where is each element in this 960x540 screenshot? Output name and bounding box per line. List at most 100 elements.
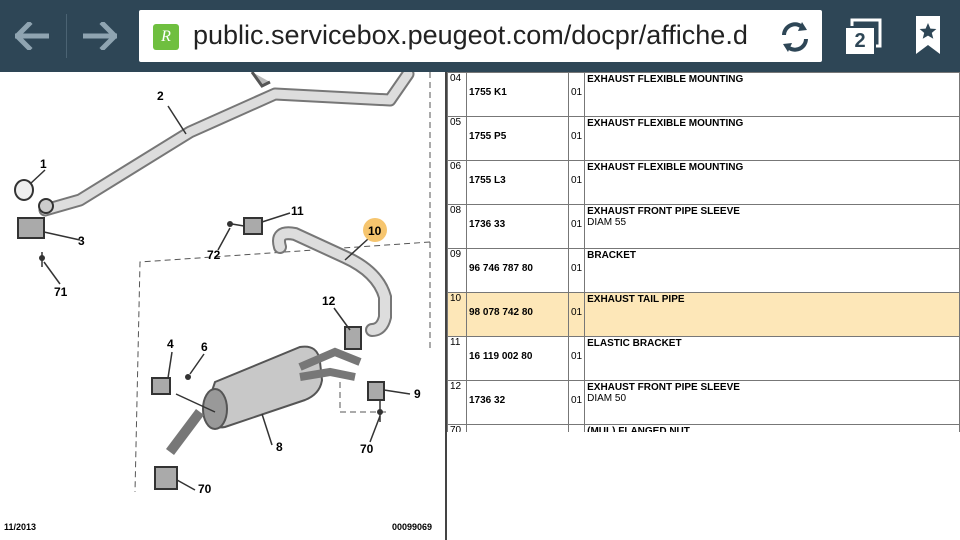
- callout-9: 9: [414, 387, 421, 401]
- row-reference[interactable]: 1736 32: [466, 380, 569, 425]
- row-reference[interactable]: 16 119 002 80: [466, 336, 569, 381]
- site-favicon-icon: R: [153, 24, 179, 50]
- forward-button[interactable]: [76, 12, 124, 60]
- row-description-sub: DIAM 50: [587, 393, 627, 404]
- row-reference[interactable]: [466, 424, 569, 432]
- callout-70-b: 70: [360, 442, 374, 456]
- row-quantity: 01: [567, 116, 586, 161]
- callout-1: 1: [40, 157, 47, 171]
- exhaust-diagram: 2 1 3 71 11 72 10 12 4 6 9 70 8 70 11/20…: [0, 72, 445, 540]
- row-index: 06: [447, 160, 467, 205]
- tab-count-badge: 2: [846, 28, 874, 54]
- row-quantity: 01: [567, 248, 586, 293]
- arrow-right-icon: [83, 22, 117, 50]
- row-index: 11: [447, 336, 467, 381]
- row-index-text: 08: [450, 205, 462, 216]
- row-reference[interactable]: 1736 33: [466, 204, 569, 249]
- row-index-text: 70: [450, 425, 462, 432]
- row-description: BRACKET: [584, 248, 960, 293]
- callout-8: 70: [198, 482, 212, 496]
- row-index-text: 05: [450, 117, 462, 128]
- row-description-title: ELASTIC BRACKET: [587, 338, 682, 349]
- row-quantity: 01: [567, 72, 586, 117]
- row-description: ELASTIC BRACKET: [584, 336, 960, 381]
- row-description-title: BRACKET: [587, 250, 637, 261]
- row-description-title: EXHAUST FRONT PIPE SLEEVE: [587, 382, 740, 393]
- row-description-title: EXHAUST FLEXIBLE MOUNTING: [587, 74, 744, 85]
- row-quantity: 01: [567, 380, 586, 425]
- row-reference[interactable]: 1755 L3: [466, 160, 569, 205]
- row-description-title: (MUL) FLANGED NUT: [587, 426, 690, 432]
- row-reference[interactable]: 98 078 742 80: [466, 292, 569, 337]
- bookmark-star-icon: [916, 16, 940, 54]
- arrow-left-icon: [15, 22, 49, 50]
- callout-6: 4: [167, 337, 174, 351]
- row-description-title: EXHAUST FRONT PIPE SLEEVE: [587, 206, 740, 217]
- callout-2: 2: [157, 89, 164, 103]
- row-index-text: 10: [450, 293, 462, 304]
- row-index-text: 11: [450, 337, 461, 348]
- favicon-letter: R: [161, 28, 171, 45]
- table-row[interactable]: 70 (MUL) FLANGED NUT: [447, 424, 960, 432]
- toolbar-divider: [66, 14, 67, 58]
- callout-70-a: 6: [201, 340, 208, 354]
- row-reference[interactable]: 96 746 787 80: [466, 248, 569, 293]
- callout-4: 3: [78, 234, 85, 248]
- row-index: 70: [447, 424, 467, 432]
- back-button[interactable]: [8, 12, 56, 60]
- tabs-button[interactable]: 2: [840, 14, 886, 58]
- callout-72: 72: [207, 248, 221, 262]
- callout-12: 12: [322, 294, 336, 308]
- row-description-title: EXHAUST FLEXIBLE MOUNTING: [587, 118, 744, 129]
- row-description: (MUL) FLANGED NUT: [584, 424, 960, 432]
- row-description: EXHAUST FLEXIBLE MOUNTING: [584, 160, 960, 205]
- row-index: 10: [447, 292, 467, 337]
- diagram-ref: 00099069: [392, 522, 432, 532]
- row-index: 08: [447, 204, 467, 249]
- row-index: 09: [447, 248, 467, 293]
- row-description-title: EXHAUST FLEXIBLE MOUNTING: [587, 162, 744, 173]
- row-quantity: 01: [567, 336, 586, 381]
- callout-3: 8: [276, 440, 283, 454]
- callout-11: 11: [291, 204, 304, 218]
- diagram-date: 11/2013: [4, 522, 36, 532]
- row-index-text: 06: [450, 161, 462, 172]
- row-index-text: 04: [450, 73, 462, 84]
- row-quantity: [567, 424, 586, 432]
- callout-71: 71: [54, 285, 68, 299]
- panel-divider: [445, 72, 447, 540]
- row-description: EXHAUST FLEXIBLE MOUNTING: [584, 116, 960, 161]
- row-index: 12: [447, 380, 467, 425]
- reload-icon: [782, 22, 808, 52]
- bookmark-button[interactable]: [908, 14, 948, 58]
- row-description-title: EXHAUST TAIL PIPE: [587, 294, 685, 305]
- row-reference[interactable]: 1755 K1: [466, 72, 569, 117]
- row-description-sub: DIAM 55: [587, 217, 627, 228]
- row-reference[interactable]: 1755 P5: [466, 116, 569, 161]
- row-quantity: 01: [567, 160, 586, 205]
- address-bar[interactable]: R public.servicebox.peugeot.com/docpr/af…: [139, 10, 822, 62]
- browser-toolbar: R public.servicebox.peugeot.com/docpr/af…: [0, 0, 960, 72]
- row-index-text: 09: [450, 249, 462, 260]
- row-index: 05: [447, 116, 467, 161]
- row-quantity: 01: [567, 204, 586, 249]
- url-text[interactable]: public.servicebox.peugeot.com/docpr/affi…: [193, 20, 748, 50]
- reload-button[interactable]: [776, 18, 814, 56]
- row-description: EXHAUST FLEXIBLE MOUNTING: [584, 72, 960, 117]
- row-description: EXHAUST TAIL PIPE: [584, 292, 960, 337]
- row-index: 04: [447, 72, 467, 117]
- callout-10: 10: [368, 224, 382, 238]
